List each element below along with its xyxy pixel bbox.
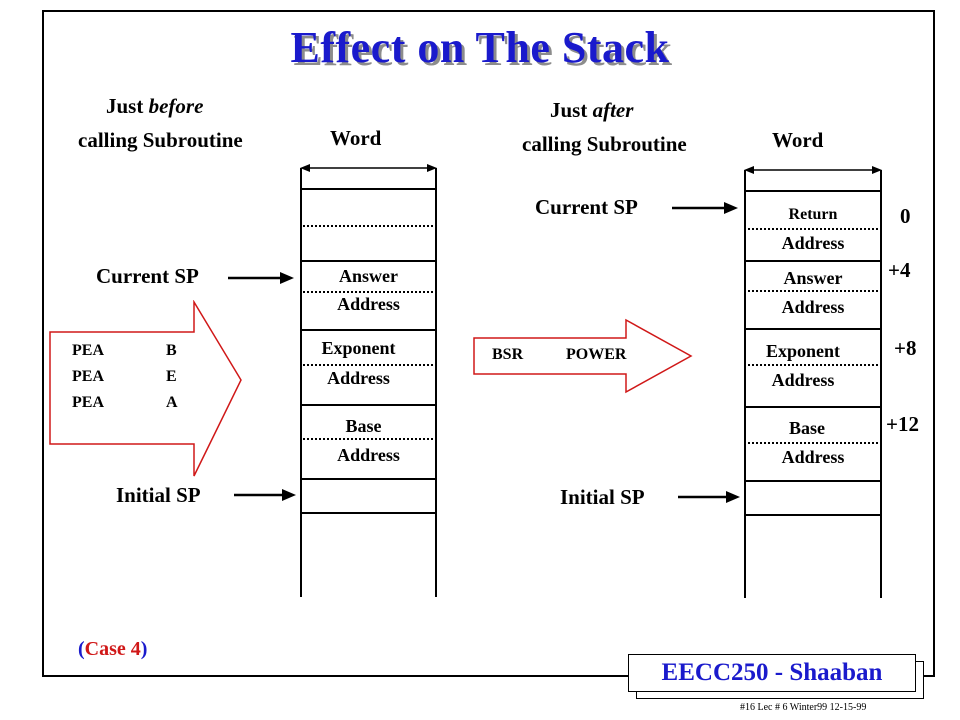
pea-arg-1: B [166,342,177,359]
bsr-arg: POWER [566,346,627,363]
pea-op-3: PEA [72,394,104,411]
course-badge: EECC250 - Shaaban [628,654,916,692]
left-initial-sp-label: Initial SP [116,483,201,507]
left-current-sp-arrow [228,272,294,284]
right-word-width-arrow [744,166,882,598]
left-stack [300,160,437,597]
left-cell-base-address: Address [337,445,400,465]
left-current-sp-label: Current SP [96,264,199,288]
right-cell-return-address: Address [781,233,845,253]
right-cell-answer-address: Address [781,297,845,317]
right-heading-just: Just [550,98,588,122]
case-close-paren: ) [140,638,148,660]
left-pea-block-arrow [49,300,242,477]
right-initial-sp-label: Initial SP [560,485,645,509]
right-heading-line1: Just after [550,98,633,123]
right-cell-base: Base [789,418,825,438]
left-cell-exponent-address: Address [327,368,390,388]
offset-0: 0 [900,204,911,228]
slide-frame [42,10,935,677]
left-heading-line1: Just before [106,94,203,119]
right-current-sp-arrow [672,202,738,214]
offset-12: +12 [886,412,919,436]
slide-title: Effect on The Stack [290,23,670,72]
right-heading-line2: calling Subroutine [522,132,687,156]
right-cell-answer: Answer [783,268,843,288]
right-initial-sp-arrow [678,491,740,503]
bsr-op: BSR [492,346,524,363]
right-stack [744,162,882,598]
left-word-label: Word [330,126,382,150]
offset-8: +8 [894,336,917,360]
right-cell-exponent: Exponent [765,341,841,361]
right-cell-return: Return [788,206,838,223]
pea-op-2: PEA [72,368,104,385]
right-cell-exponent-address: Address [771,370,835,390]
left-heading-just: Just [106,94,144,118]
case-text: Case 4 [84,638,141,660]
pea-arg-2: E [166,368,177,385]
right-heading-after: after [592,98,634,122]
pea-arg-3: A [166,394,178,411]
left-heading-line2: calling Subroutine [78,128,243,152]
left-cell-answer-address: Address [337,294,400,314]
case-label: (Case 4) [78,638,147,661]
left-word-width-arrow [300,164,437,597]
case-open-paren: ( [78,638,85,660]
left-heading-before: before [148,94,204,118]
right-cell-base-address: Address [781,447,845,467]
right-word-label: Word [772,128,824,152]
pea-op-1: PEA [72,342,104,359]
left-initial-sp-arrow [234,489,296,501]
right-current-sp-label: Current SP [535,195,638,219]
offset-4: +4 [888,258,911,282]
left-cell-base: Base [345,416,382,436]
left-cell-exponent: Exponent [321,338,396,358]
left-cell-answer: Answer [339,266,398,286]
bsr-block-arrow [473,318,693,394]
footer-text: #16 Lec # 6 Winter99 12-15-99 [740,702,867,713]
